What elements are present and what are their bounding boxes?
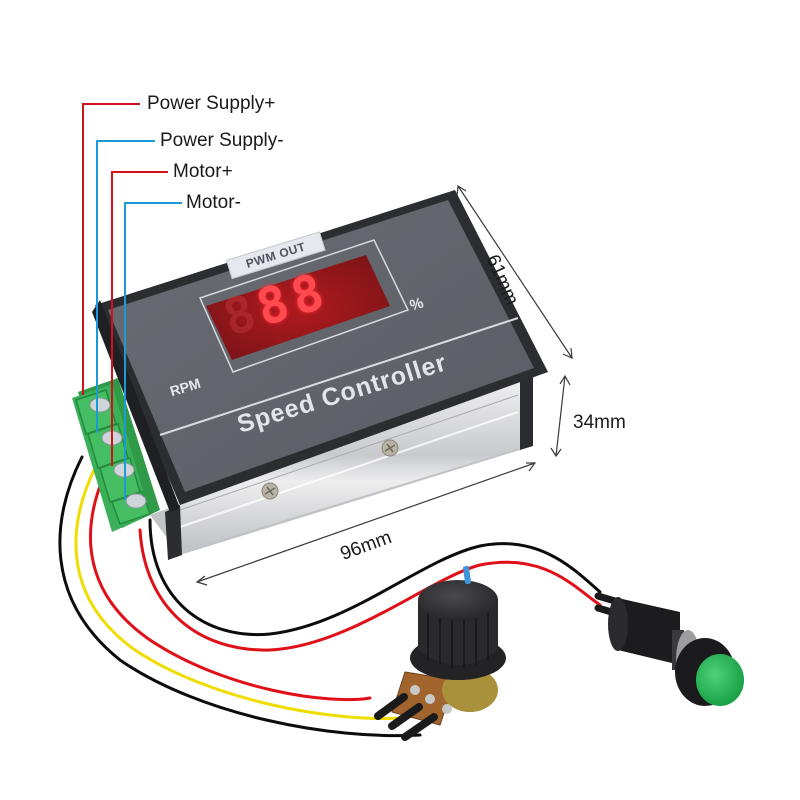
potentiometer [374, 565, 506, 741]
height-arrow [555, 375, 566, 457]
heatsink [150, 372, 533, 560]
screw-icon [261, 482, 279, 500]
callout-motor-minus: Motor- [186, 192, 241, 213]
wires [58, 455, 602, 738]
screw-icon [381, 439, 399, 457]
callout-line-power-minus [96, 140, 155, 433]
callout-line-power-plus [82, 103, 140, 395]
callout-power-supply-minus: Power Supply- [160, 130, 284, 151]
knob-indicator-icon [463, 565, 471, 585]
dimension-height-label: 34mm [573, 412, 626, 433]
callout-line-motor-minus [124, 202, 182, 500]
push-button-switch [594, 592, 744, 706]
front-panel [92, 190, 548, 512]
callout-motor-plus: Motor+ [173, 161, 233, 182]
dimension-arrows [195, 184, 573, 586]
callout-line-motor-plus [111, 171, 168, 466]
callout-lines [82, 103, 182, 500]
callout-power-supply-plus: Power Supply+ [147, 93, 276, 114]
width-arrow [196, 462, 536, 583]
depth-arrow [457, 185, 573, 359]
